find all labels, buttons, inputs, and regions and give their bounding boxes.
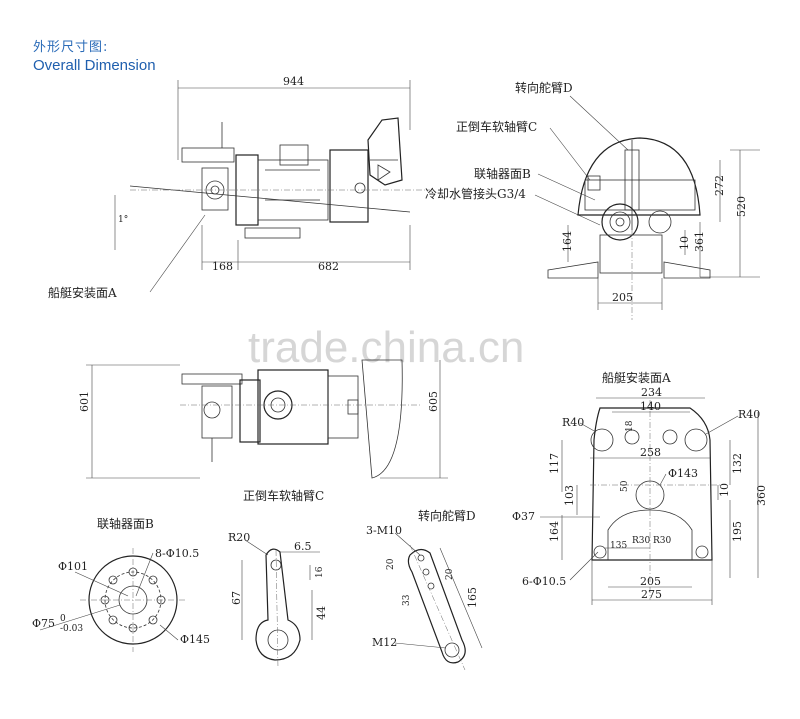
dim-164: 164 — [548, 521, 561, 542]
dim-132: 132 — [731, 453, 744, 474]
dim-944: 944 — [283, 75, 304, 88]
side-view: 944 1° 168 682 船艇安装面A — [48, 75, 430, 300]
rear-view: 转向舵臂D 正倒车软轴臂C 联轴器面B 冷却水管接头G3/4 520 272 3… — [425, 80, 760, 320]
arm-d-view: 转向舵臂D 3-M10 20 20 33 165 M12 — [366, 508, 483, 671]
r30-left: R30 — [632, 536, 651, 546]
dim-44: 44 — [315, 606, 328, 620]
mount-face-label: 船艇安装面A — [48, 285, 117, 300]
dim-234: 234 — [641, 386, 662, 399]
bolt-holes: 8-Φ10.5 — [155, 547, 199, 560]
arm-d-title: 转向舵臂D — [418, 508, 476, 523]
dim-164: 164 — [561, 231, 574, 252]
label-coupling: 联轴器面B — [474, 166, 531, 181]
tol-lower: -0.03 — [60, 624, 83, 634]
r30-right: R30 — [653, 536, 672, 546]
mount-face-title: 船艇安装面A — [602, 370, 671, 385]
dim-361: 361 — [693, 231, 706, 252]
label-reverse-arm: 正倒车软轴臂C — [456, 119, 537, 134]
dim-phi145: Φ145 — [180, 633, 210, 646]
dim-520: 520 — [735, 196, 748, 217]
dim-18: 18 — [625, 420, 635, 432]
mount-holes: 6-Φ10.5 — [522, 575, 566, 588]
dim-angle: 1° — [118, 215, 128, 225]
dim-103: 103 — [563, 485, 576, 506]
title-en: Overall Dimension — [33, 57, 156, 74]
coupling-view: 联轴器面B Φ101 8-Φ10.5 Φ75 0 -0.03 Φ145 — [32, 516, 210, 652]
dim-m12: M12 — [372, 636, 397, 649]
dim-165: 165 — [466, 587, 479, 608]
dim-16: 16 — [315, 566, 325, 578]
title-cn: 外形尺寸图: — [33, 40, 109, 55]
dim-195: 195 — [731, 521, 744, 542]
top-view-label: 正倒车软轴臂C — [243, 488, 324, 503]
dim-10b: 10 — [718, 483, 731, 497]
r40-right: R40 — [738, 408, 760, 421]
dim-3-m10: 3-M10 — [366, 524, 402, 537]
label-rudder-arm: 转向舵臂D — [515, 80, 573, 95]
dim-275: 275 — [641, 588, 662, 601]
arm-c-view: R20 6.5 16 67 44 — [228, 531, 328, 669]
top-view: 601 605 正倒车软轴臂C — [78, 359, 448, 503]
header: 外形尺寸图: Overall Dimension — [33, 36, 156, 74]
dim-682: 682 — [318, 260, 339, 273]
dim-168: 168 — [212, 260, 233, 273]
dim-phi75: Φ75 — [32, 617, 55, 630]
dim-605: 605 — [427, 391, 440, 412]
dim-258: 258 — [640, 446, 661, 459]
dim-10: 10 — [678, 236, 691, 250]
dim-50: 50 — [620, 480, 630, 492]
r40-left: R40 — [562, 416, 584, 429]
dim-205: 205 — [612, 291, 633, 304]
dim-20b: 20 — [445, 568, 455, 580]
dim-6-5: 6.5 — [294, 540, 312, 553]
dim-20a: 20 — [386, 558, 396, 570]
dim-140: 140 — [640, 400, 661, 413]
dim-360: 360 — [755, 485, 768, 506]
label-cooling-pipe: 冷却水管接头G3/4 — [425, 186, 526, 201]
dim-117: 117 — [548, 453, 561, 474]
tol-upper: 0 — [60, 614, 66, 624]
dim-205b: 205 — [640, 575, 661, 588]
mount-face-view: 船艇安装面A 234 140 18 258 R40 R40 Φ143 117 1… — [512, 370, 768, 605]
dim-67: 67 — [230, 591, 243, 605]
dim-phi37: Φ37 — [512, 510, 535, 523]
dim-33: 33 — [402, 594, 412, 606]
dim-135: 135 — [610, 541, 627, 551]
watermark: trade.china.cn — [248, 323, 524, 372]
dim-272: 272 — [713, 175, 726, 196]
dim-r20: R20 — [228, 531, 250, 544]
dim-phi143: Φ143 — [668, 467, 698, 480]
dim-phi101: Φ101 — [58, 560, 88, 573]
dim-601: 601 — [78, 391, 91, 412]
coupling-title: 联轴器面B — [97, 516, 154, 531]
